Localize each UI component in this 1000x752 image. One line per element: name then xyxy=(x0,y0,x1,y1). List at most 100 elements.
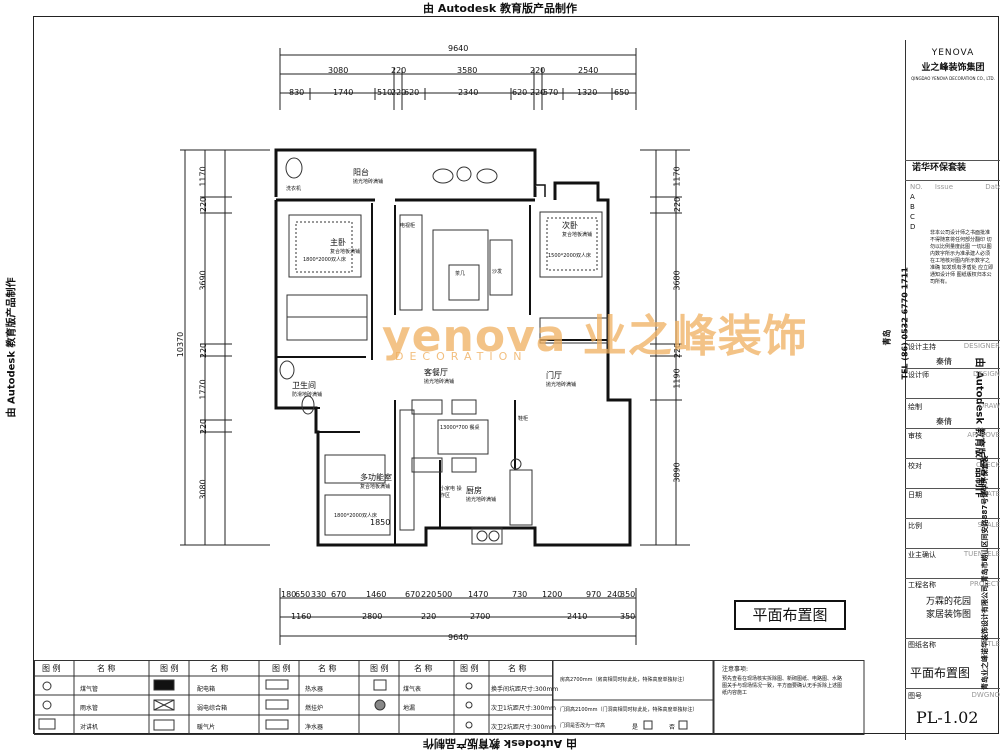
dim-top-r3: 1740 xyxy=(333,88,354,97)
room-living: 客餐厅抛光地砖满铺 xyxy=(424,368,455,385)
room-second: 次卧复合地板满铺 xyxy=(562,221,593,238)
dim-top-total: 9640 xyxy=(448,44,469,53)
draw-value: 秦倩 xyxy=(936,417,952,426)
legend-item: 燃挂炉 xyxy=(305,705,324,712)
second-bed-label: 1500*2000双人床 xyxy=(548,253,591,259)
dim-top-r3: 220 xyxy=(391,88,407,97)
legend-item: 换手间坑距尺寸:300mm xyxy=(491,686,559,693)
room-master: 主卧复合地板满铺 xyxy=(330,238,361,255)
project-name-1: 万霖的花园 xyxy=(926,597,972,607)
dim-right-part: 220 xyxy=(673,196,683,213)
dim-left-part: 220 xyxy=(199,196,209,213)
room-bath: 卫生间防滑地砖满铺 xyxy=(292,381,323,398)
option-yes: 是 xyxy=(632,724,639,731)
dim-left-part: 3690 xyxy=(198,270,208,291)
dim-bottom-r1: 970 xyxy=(586,590,602,599)
dim-top-r3: 830 xyxy=(289,88,305,97)
dim-top-r2: 3080 xyxy=(328,66,349,75)
designer-value: 秦倩 xyxy=(936,357,952,366)
dim-bottom-r1: 1470 xyxy=(468,590,489,599)
drawing-name: 平面布置图 xyxy=(910,666,971,680)
legend-item: 净水器 xyxy=(305,724,324,731)
dim-top-r2: 220 xyxy=(530,66,546,75)
label-washer: 洗衣机 xyxy=(286,186,302,192)
dim-top-r2: 2540 xyxy=(578,66,599,75)
dim-bottom-r1: 350 xyxy=(620,590,636,599)
dim-bottom-r2: 2410 xyxy=(567,612,588,621)
dim-left-part: 1170 xyxy=(198,166,208,187)
dim-left-part: 220 xyxy=(199,342,209,359)
master-bed-label: 1800*2000双人床 xyxy=(303,257,346,263)
dim-top-r3: 510 xyxy=(377,88,393,97)
dim-top-r3: 220 xyxy=(530,88,546,97)
dim-bottom-r2: 220 xyxy=(421,612,437,621)
dim-bottom-r1: 330 xyxy=(311,590,327,599)
multi-size-label: 1850 xyxy=(370,518,391,527)
drawing-title: 平面布置图 xyxy=(734,600,846,630)
dim-right-part: 3890 xyxy=(672,462,682,483)
dim-bottom-r1: 1460 xyxy=(366,590,387,599)
legend-header: 图 例 xyxy=(42,664,61,673)
company-name-en: QINGDAO YENOVA DECORATION CO., LTD. xyxy=(911,76,995,81)
dim-top-r3: 2340 xyxy=(458,88,479,97)
option-no: 否 xyxy=(669,724,676,731)
dim-top-r3: 1320 xyxy=(577,88,598,97)
dim-bottom-r1: 220 xyxy=(421,590,437,599)
company-logo: YENOVA xyxy=(931,48,975,58)
legend-header: 名 称 xyxy=(318,664,337,673)
autodesk-watermark-top: 由 Autodesk 教育版产品制作 xyxy=(422,2,577,15)
title-block: YENOVA 业之峰装饰集团 QINGDAO YENOVA DECORATION… xyxy=(905,40,1000,740)
legend-item: 弱电综合箱 xyxy=(197,705,228,712)
dim-bottom-r1: 650 xyxy=(295,590,311,599)
project-name-2: 家居装饰图 xyxy=(926,610,972,620)
legend-item: 煤气管 xyxy=(80,686,99,693)
revision-row: A xyxy=(910,193,915,201)
legend-item: 煤气表 xyxy=(403,686,422,693)
dim-top-r3: 620 xyxy=(404,88,420,97)
dim-left-part: 1770 xyxy=(198,379,208,400)
company-logo-cn: 业之峰装饰集团 xyxy=(921,63,985,73)
dim-left-part: 3080 xyxy=(198,479,208,500)
dim-bottom-r1: 1200 xyxy=(542,590,563,599)
legend-item: 热水器 xyxy=(305,686,324,693)
label-shoe-cabinet: 鞋柜 xyxy=(518,416,529,422)
legend-header: 图 例 xyxy=(370,664,389,673)
dim-top-r3: 570 xyxy=(543,88,559,97)
dim-bottom-r2: 350 xyxy=(620,612,636,621)
legend-header: 名 称 xyxy=(210,664,229,673)
legend-header: 名 称 xyxy=(414,664,433,673)
label-appliance-area: 小家电 操作区 xyxy=(440,486,462,499)
dim-top-r2: 220 xyxy=(391,66,407,75)
dim-bottom-r1: 670 xyxy=(405,590,421,599)
label-tv-cabinet: 电视柜 xyxy=(400,223,416,229)
brand-watermark: yenova 业之峰装饰 xyxy=(382,311,808,362)
dim-left-total: 10370 xyxy=(176,331,186,358)
revision-row: C xyxy=(910,213,915,221)
dim-left-part: 220 xyxy=(199,418,209,435)
legend-header: 图 例 xyxy=(160,664,179,673)
drawing-frame xyxy=(33,16,999,734)
label-dining-table: 13000*700 餐桌 xyxy=(440,425,480,431)
dim-right-part: 3680 xyxy=(672,270,682,291)
company-city: 青岛 xyxy=(882,329,892,346)
notes-door-same: 门洞是否改为一样高 xyxy=(560,723,606,729)
legend-header: 图 例 xyxy=(272,664,291,673)
company-tel: TEL (86) 0532 6770 1711 xyxy=(900,267,910,380)
room-balcony: 阳台抛光地砖满铺 xyxy=(353,168,384,185)
notes-door-height: 门洞高2100mm（门洞高相同时标此处，特殊高度单独标注） xyxy=(560,707,698,713)
dim-right-part: 1170 xyxy=(672,166,682,187)
room-hall: 门厅抛光地砖满铺 xyxy=(546,371,577,388)
revision-header: NO. Issue Date xyxy=(910,183,1000,191)
drawing-number: PL-1.02 xyxy=(916,708,979,727)
notes-room-height: 房高2700mm（房高相同时标此处，特殊高度单独标注） xyxy=(560,677,688,683)
legend-item: 次卫1坑距尺寸:300mm xyxy=(491,705,556,712)
legend-item: 地漏 xyxy=(403,705,416,712)
dim-top-r2: 3580 xyxy=(457,66,478,75)
